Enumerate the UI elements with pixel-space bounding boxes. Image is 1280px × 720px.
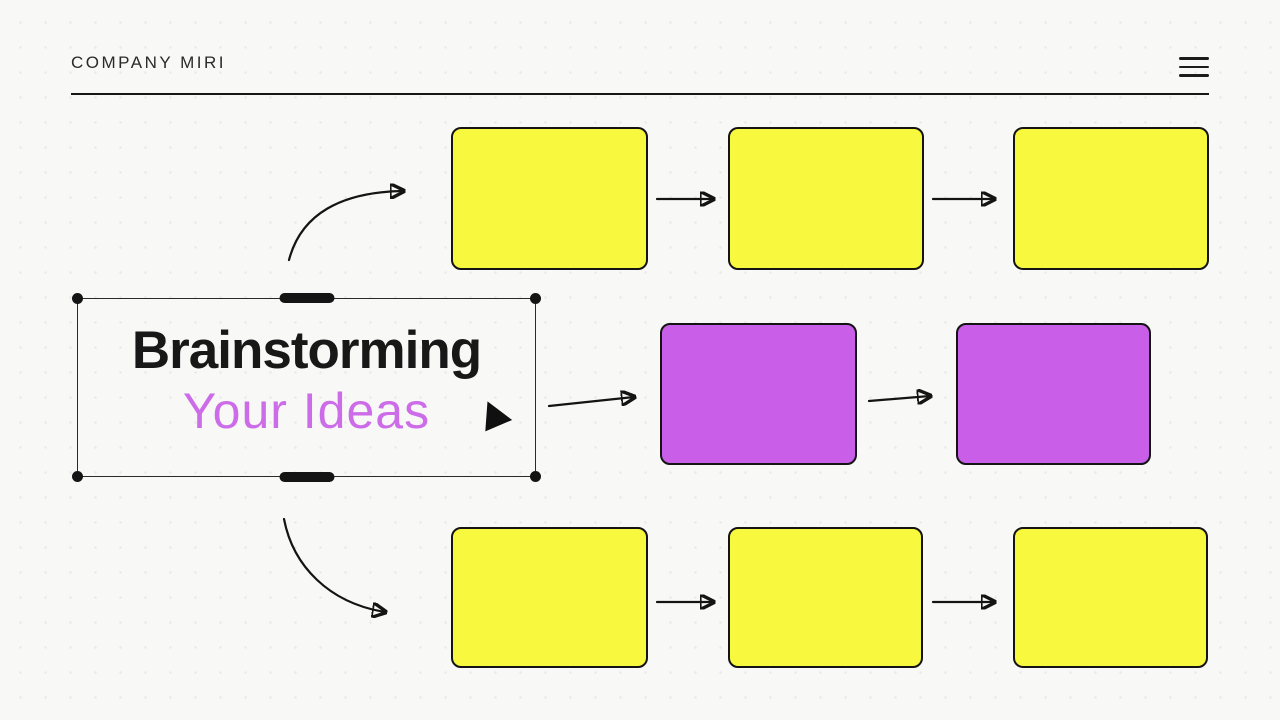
board-title-line1: Brainstorming	[131, 321, 482, 380]
sticky-note-bottom-1[interactable]	[451, 527, 648, 668]
curved-arrow-bottom[interactable]	[282, 517, 385, 612]
selection-handle-top-left[interactable]	[72, 293, 83, 304]
selection-handle-bottom-edge[interactable]	[279, 472, 334, 482]
selection-handle-top-edge[interactable]	[279, 293, 334, 303]
connector-arrow[interactable]	[867, 396, 930, 401]
selection-handle-bottom-left[interactable]	[72, 471, 83, 482]
sticky-note-bottom-3[interactable]	[1013, 527, 1208, 668]
sticky-note-top-3[interactable]	[1013, 127, 1209, 270]
cursor-pointer-icon	[485, 401, 513, 432]
sticky-note-middle-1[interactable]	[660, 323, 857, 465]
sticky-note-bottom-2[interactable]	[728, 527, 923, 668]
sticky-note-top-2[interactable]	[728, 127, 924, 270]
sticky-note-top-1[interactable]	[451, 127, 648, 270]
connector-arrow[interactable]	[547, 397, 634, 408]
selection-frame[interactable]: Brainstorming Your Ideas	[72, 293, 541, 482]
header-divider	[71, 93, 1209, 95]
selection-handle-bottom-right[interactable]	[530, 471, 541, 482]
selection-handle-top-right[interactable]	[530, 293, 541, 304]
board-title[interactable]: Brainstorming Your Ideas	[78, 321, 535, 441]
brand-title: COMPANY MIRI	[71, 53, 226, 72]
board-title-line2: Your Ideas	[182, 383, 431, 439]
hamburger-menu-icon[interactable]	[1179, 56, 1209, 78]
sticky-note-middle-2[interactable]	[956, 323, 1151, 465]
curved-arrow-top[interactable]	[287, 191, 403, 262]
